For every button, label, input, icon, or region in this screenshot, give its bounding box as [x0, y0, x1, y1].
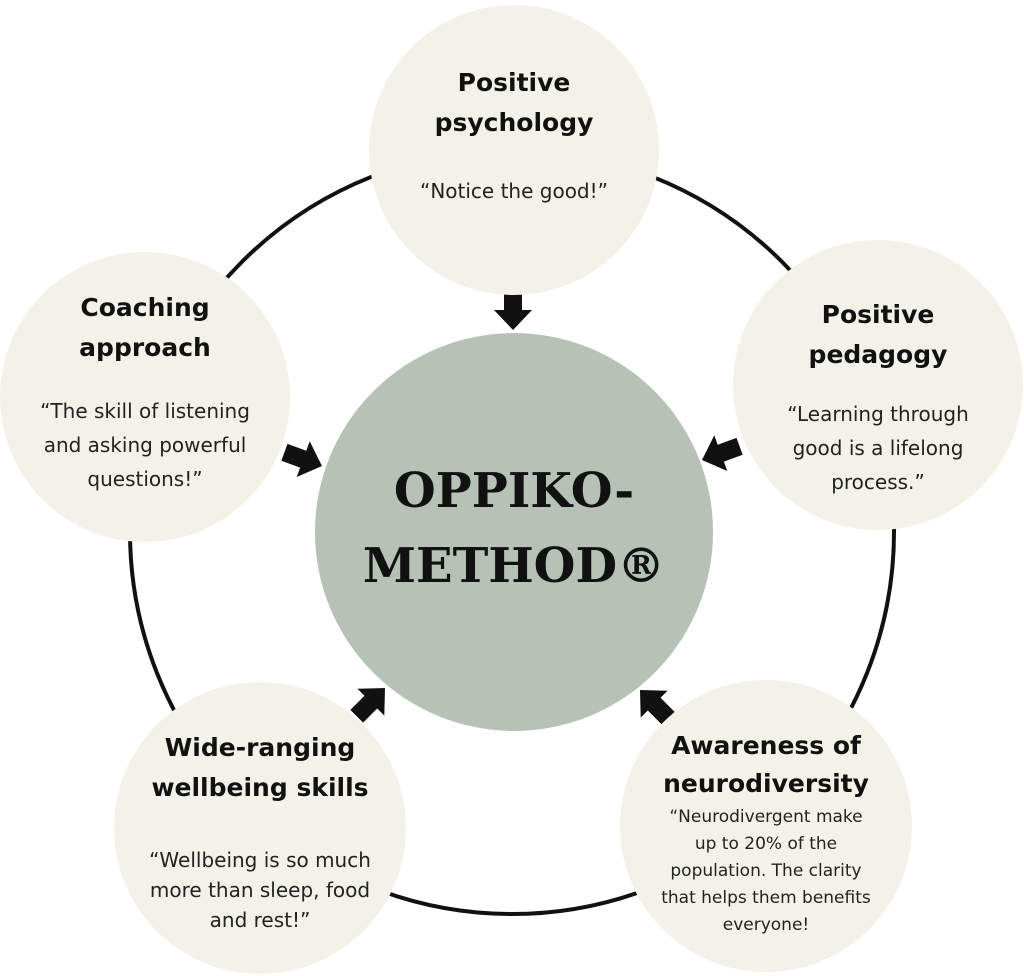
node-awareness-of-neurodiversity: Awareness of neurodiversity “Neurodiverg…: [620, 680, 912, 972]
center-circle: OPPIKO- METHOD®: [315, 333, 713, 731]
node-positive-pedagogy: Positive pedagogy “Learning through good…: [733, 240, 1023, 530]
center-title-line-1: OPPIKO-: [393, 463, 635, 519]
node-title-line: Positive: [457, 68, 571, 97]
node-quote-line: population. The clarity: [670, 861, 862, 881]
node-quote-line: process.”: [831, 470, 925, 494]
arrow-icon: [494, 290, 532, 330]
node-wellbeing-skills: Wide-ranging wellbeing skills “Wellbeing…: [114, 682, 406, 974]
node-quote-line: more than sleep, food: [149, 878, 371, 902]
node-title-line: pedagogy: [808, 340, 948, 369]
node-quote-line: “Wellbeing is so much: [149, 848, 371, 872]
node-title-line: Positive: [821, 300, 935, 329]
node-quote-line: good is a lifelong: [792, 436, 964, 460]
node-quote-line: everyone!: [722, 915, 810, 935]
arrow-icon: [281, 441, 322, 478]
node-quote-line: and rest!”: [209, 908, 311, 932]
node-quote-line: questions!”: [87, 467, 203, 491]
arrow-icon: [702, 435, 743, 472]
arrow-icon: [350, 688, 385, 723]
node-coaching-approach: Coaching approach “The skill of listenin…: [0, 252, 290, 542]
node-quote-line: “Learning through: [787, 402, 969, 426]
node-quote-line: “Neurodivergent make: [669, 807, 863, 827]
node-title-line: Coaching: [80, 293, 210, 322]
node-quote-line: up to 20% of the: [694, 834, 838, 854]
arrows-group: [281, 290, 743, 725]
node-title-line: psychology: [434, 108, 594, 137]
node-title-line: neurodiversity: [663, 769, 869, 798]
node-title-line: Wide-ranging: [164, 733, 356, 762]
node-title-line: wellbeing skills: [151, 773, 369, 802]
node-quote-line: and asking powerful: [43, 433, 247, 457]
arrow-icon: [640, 690, 675, 725]
node-quote-line: that helps them benefits: [661, 888, 871, 908]
center-title-line-2: METHOD®: [362, 538, 666, 594]
node-title-line: Awareness of: [671, 731, 861, 760]
node-quote-line: “The skill of listening: [40, 399, 250, 423]
node-quote-line: “Notice the good!”: [419, 179, 609, 203]
node-title-line: approach: [79, 333, 211, 362]
node-positive-psychology: Positive psychology “Notice the good!”: [369, 5, 659, 295]
